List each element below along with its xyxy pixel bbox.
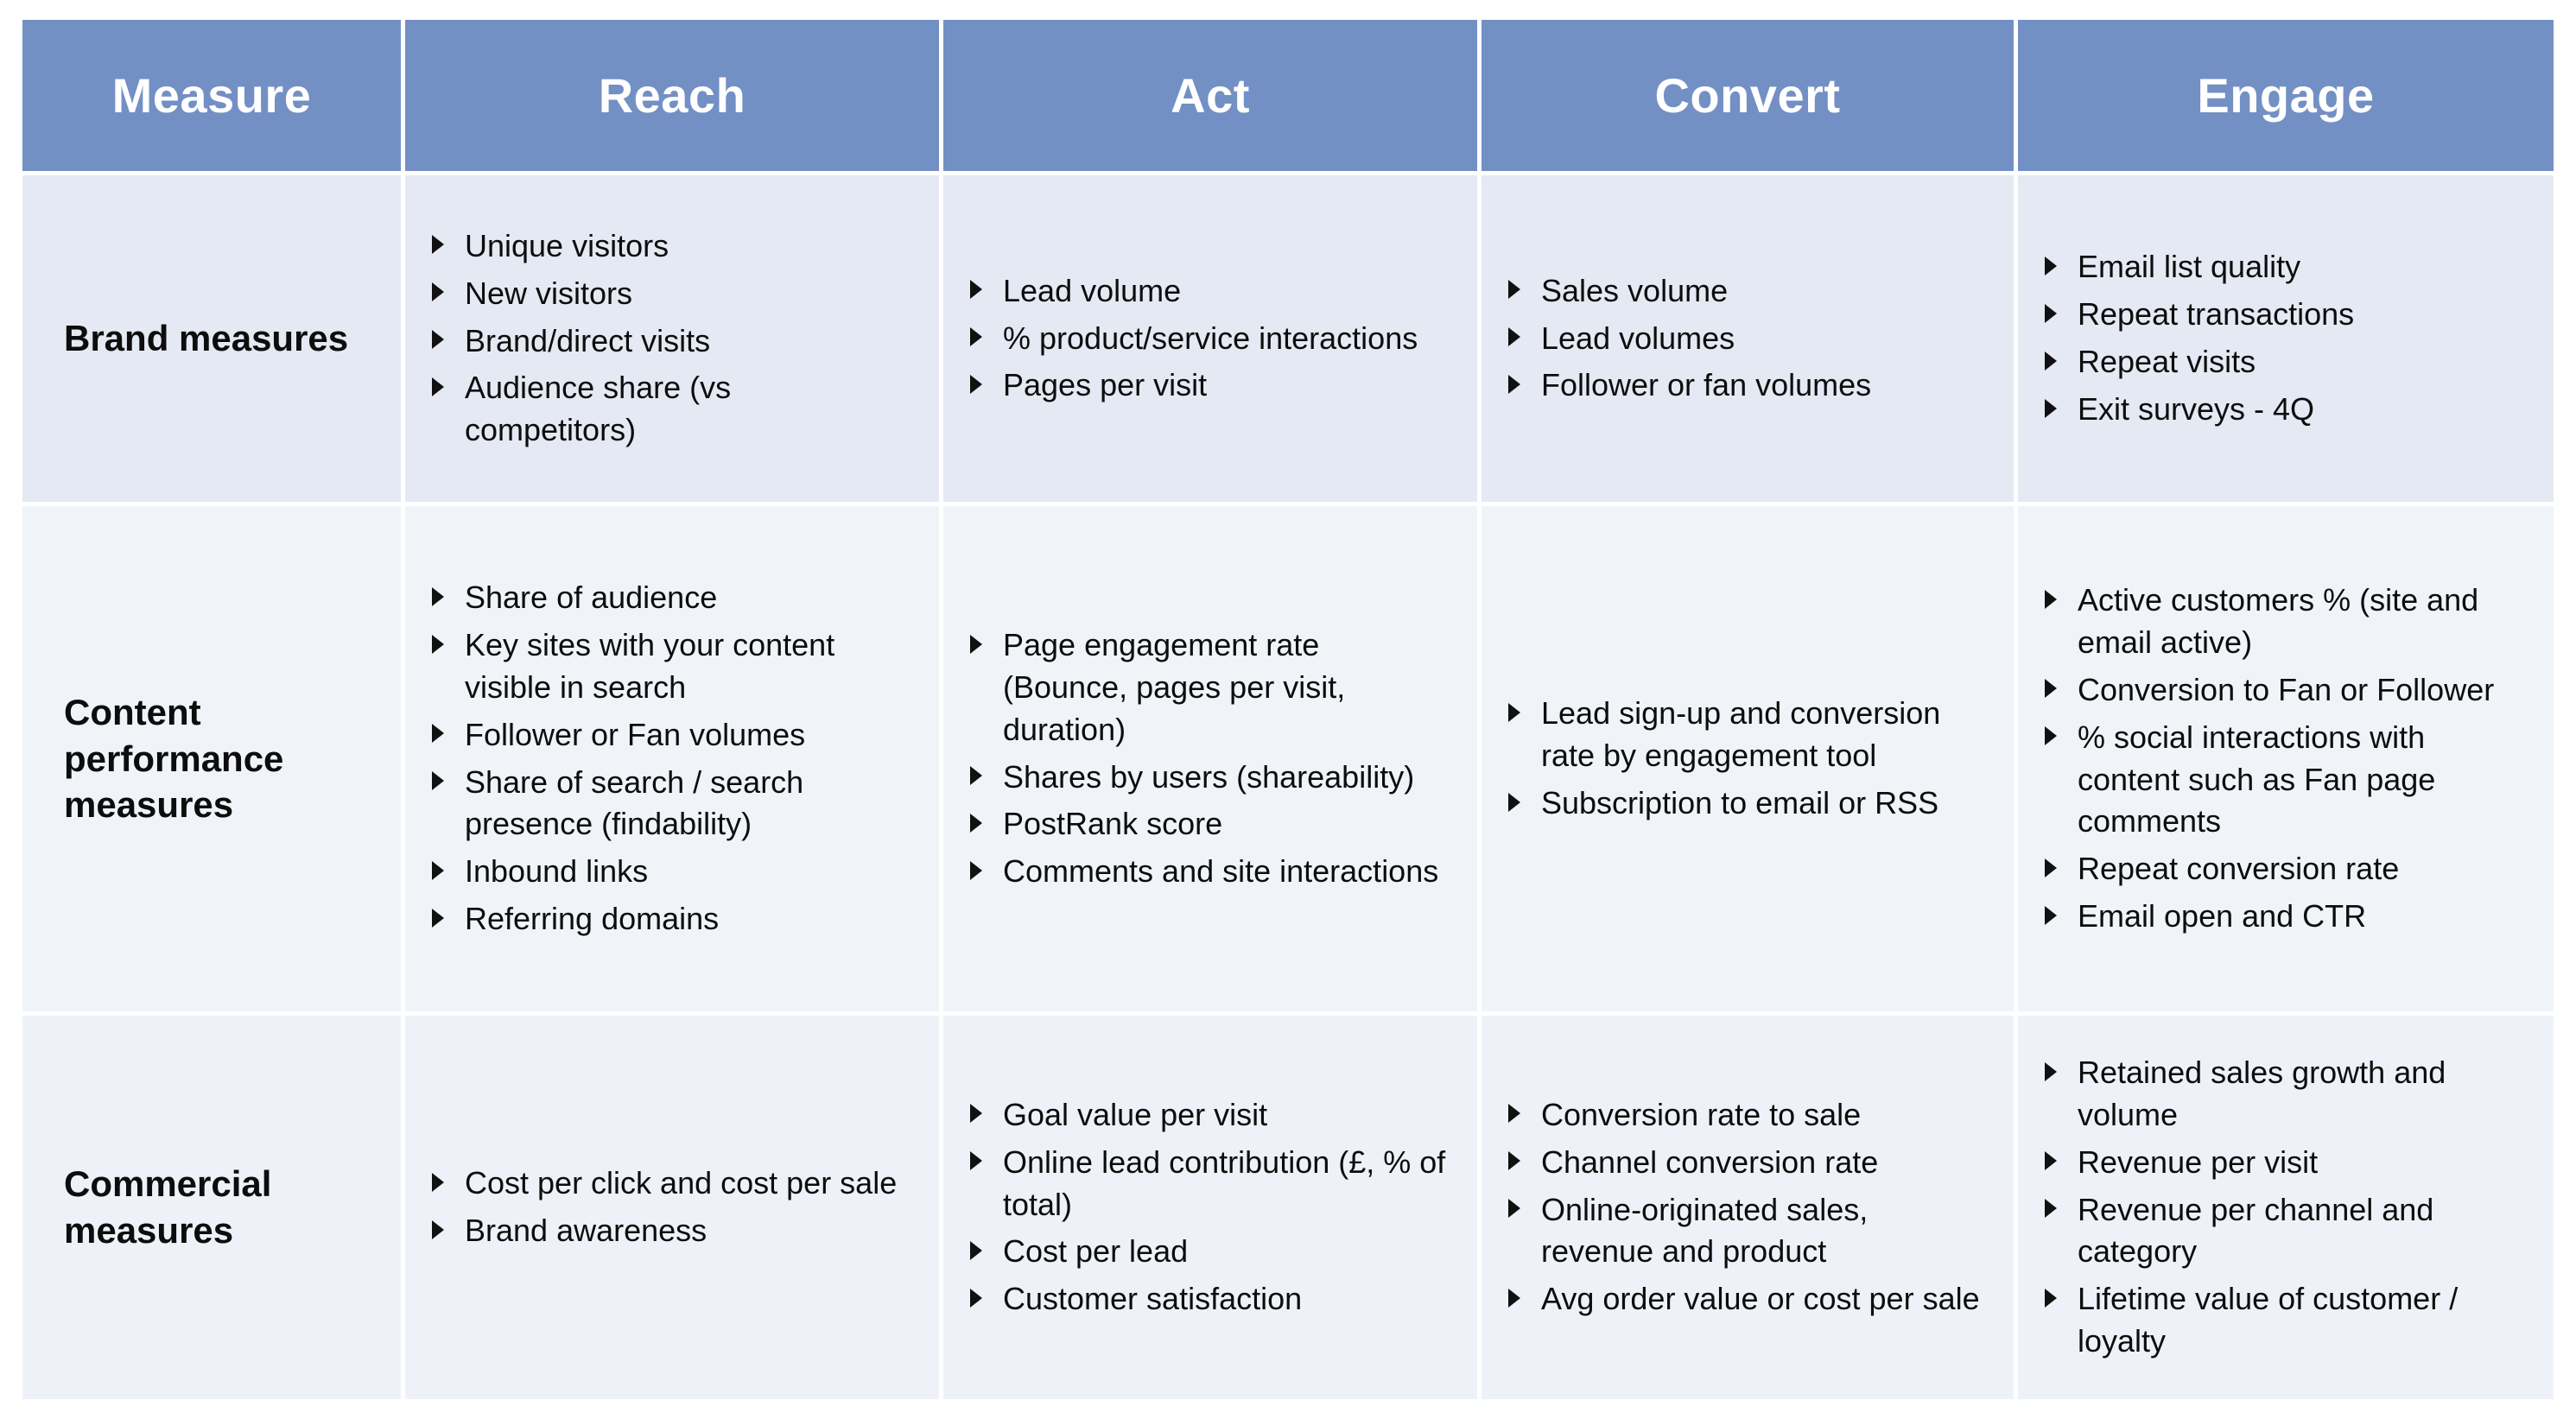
- bullet-item: Customer satisfaction: [970, 1278, 1446, 1321]
- bullet-item: Email list quality: [2045, 246, 2354, 288]
- bullet-list: Lead volume % product/service interaction…: [943, 248, 1449, 430]
- bullet-item: Retained sales growth and volume: [2045, 1052, 2522, 1137]
- bullet-item: Comments and site interactions: [970, 851, 1446, 893]
- bullet-list: Lead sign-up and conversion rate by enga…: [1482, 670, 2014, 847]
- cell-content-engage: Active customers % (site and email activ…: [2018, 506, 2554, 1011]
- cell-content-convert: Lead sign-up and conversion rate by enga…: [1482, 506, 2014, 1011]
- bullet-item: Key sites with your content visible in s…: [432, 624, 908, 709]
- bullet-item: Audience share (vs competitors): [432, 367, 908, 452]
- bullet-item: Follower or fan volumes: [1508, 364, 1871, 407]
- bullet-item: % product/service interactions: [970, 318, 1418, 360]
- column-header-measure: Measure: [22, 20, 401, 171]
- bullet-item: Conversion rate to sale: [1508, 1094, 1983, 1137]
- bullet-item: Sales volume: [1508, 270, 1871, 313]
- bullet-item: Brand/direct visits: [432, 320, 908, 363]
- column-header-convert: Convert: [1482, 20, 2014, 171]
- bullet-item: Lead sign-up and conversion rate by enga…: [1508, 693, 1983, 777]
- bullet-item: PostRank score: [970, 803, 1446, 846]
- bullet-item: Follower or Fan volumes: [432, 714, 908, 757]
- bullet-item: Brand awareness: [432, 1210, 897, 1252]
- bullet-item: Cost per click and cost per sale: [432, 1162, 897, 1205]
- bullet-item: Share of audience: [432, 577, 908, 619]
- row-header-content-performance-measures: Content performance measures: [22, 506, 401, 1011]
- bullet-item: Active customers % (site and email activ…: [2045, 580, 2522, 664]
- bullet-item: Online lead contribution (£, % of total): [970, 1142, 1446, 1226]
- bullet-item: Revenue per channel and category: [2045, 1189, 2522, 1274]
- bullet-item: Lead volume: [970, 270, 1418, 313]
- bullet-item: Conversion to Fan or Follower: [2045, 669, 2522, 712]
- bullet-item: Repeat visits: [2045, 341, 2354, 383]
- bullet-item: Pages per visit: [970, 364, 1418, 407]
- bullet-list: Active customers % (site and email activ…: [2018, 557, 2554, 961]
- race-measures-table: Measure Reach Act Convert Engage Brand m…: [22, 20, 2554, 1399]
- bullet-item: Shares by users (shareability): [970, 757, 1446, 799]
- bullet-item: Cost per lead: [970, 1231, 1446, 1273]
- bullet-item: Lead volumes: [1508, 318, 1871, 360]
- bullet-item: Online-originated sales, revenue and pro…: [1508, 1189, 1983, 1274]
- bullet-item: Repeat conversion rate: [2045, 848, 2522, 890]
- bullet-item: Subscription to email or RSS: [1508, 782, 1983, 825]
- column-header-act: Act: [943, 20, 1477, 171]
- bullet-item: Referring domains: [432, 898, 908, 941]
- bullet-item: Revenue per visit: [2045, 1142, 2522, 1184]
- column-header-engage: Engage: [2018, 20, 2554, 171]
- bullet-item: Share of search / search presence (finda…: [432, 762, 908, 846]
- bullet-item: New visitors: [432, 273, 908, 315]
- column-header-reach: Reach: [405, 20, 939, 171]
- bullet-item: Avg order value or cost per sale: [1508, 1278, 1983, 1321]
- bullet-item: Page engagement rate (Bounce, pages per …: [970, 624, 1446, 751]
- bullet-item: Unique visitors: [432, 225, 908, 268]
- bullet-item: Channel conversion rate: [1508, 1142, 1983, 1184]
- bullet-item: Repeat transactions: [2045, 294, 2354, 336]
- cell-brand-act: Lead volume % product/service interaction…: [943, 175, 1477, 502]
- cell-content-act: Page engagement rate (Bounce, pages per …: [943, 506, 1477, 1011]
- bullet-item: Goal value per visit: [970, 1094, 1446, 1137]
- row-header-commercial-measures: Commercial measures: [22, 1016, 401, 1399]
- row-header-brand-measures: Brand measures: [22, 175, 401, 502]
- bullet-item: Exit surveys - 4Q: [2045, 389, 2354, 431]
- bullet-list: Page engagement rate (Bounce, pages per …: [943, 602, 1477, 916]
- bullet-item: % social interactions with content such …: [2045, 717, 2522, 844]
- bullet-item: Inbound links: [432, 851, 908, 893]
- bullet-item: Lifetime value of customer / loyalty: [2045, 1278, 2522, 1363]
- bullet-item: Email open and CTR: [2045, 896, 2522, 938]
